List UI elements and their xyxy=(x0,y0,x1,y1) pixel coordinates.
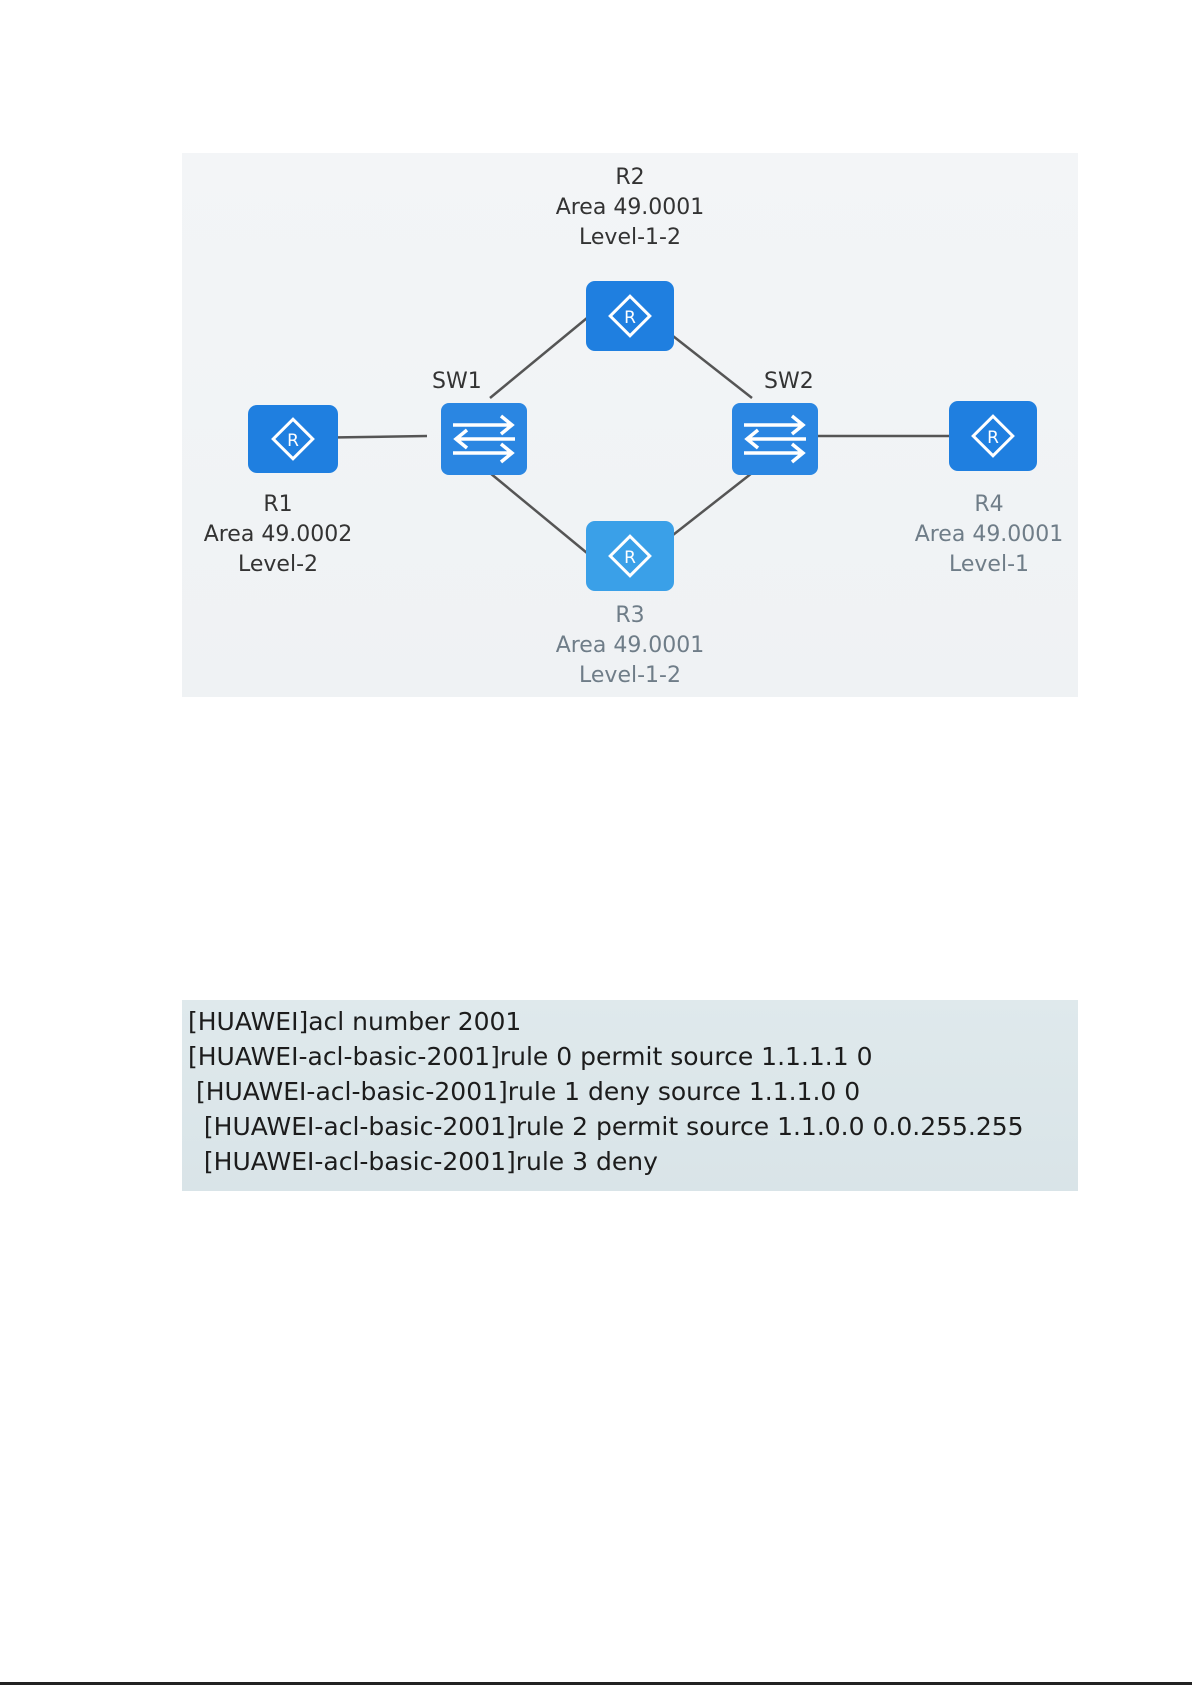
svg-text:R: R xyxy=(624,308,636,328)
bottom-rule xyxy=(0,1682,1192,1685)
router-r3-icon[interactable]: R xyxy=(586,521,674,591)
r1-label: R1 Area 49.0002 Level-2 xyxy=(204,490,353,580)
r2-label: R2 Area 49.0001 Level-1-2 xyxy=(556,163,705,253)
switch-sw2-icon[interactable] xyxy=(732,403,818,475)
cli-line-4: [HUAWEI-acl-basic-2001]rule 2 permit sou… xyxy=(188,1112,1024,1141)
link-sw1-r3 xyxy=(489,472,588,554)
r1-level: Level-2 xyxy=(237,552,319,577)
r2-name: R2 xyxy=(615,165,645,190)
r1-area: Area 49.0002 xyxy=(203,522,353,547)
sw1-label: SW1 xyxy=(432,369,482,394)
router-r2-icon[interactable]: R xyxy=(586,281,674,351)
switch-sw1-icon[interactable] xyxy=(441,403,527,475)
svg-text:R: R xyxy=(287,431,299,451)
r2-level: Level-1-2 xyxy=(579,225,681,250)
topology-canvas: R R R xyxy=(248,281,1037,591)
network-topology-diagram: R R R xyxy=(182,153,1078,697)
r3-label: R3 Area 49.0001 Level-1-2 xyxy=(556,601,705,691)
cli-line-2: [HUAWEI-acl-basic-2001]rule 0 permit sou… xyxy=(188,1042,873,1071)
sw2-label: SW2 xyxy=(764,369,814,394)
svg-text:R: R xyxy=(987,428,999,448)
r4-area: Area 49.0001 xyxy=(914,522,1064,547)
cli-line-5: [HUAWEI-acl-basic-2001]rule 3 deny xyxy=(188,1147,658,1176)
acl-cli-output: [HUAWEI]acl number 2001 [HUAWEI-acl-basi… xyxy=(182,1000,1078,1191)
cli-line-1: [HUAWEI]acl number 2001 xyxy=(188,1007,522,1036)
r1-name: R1 xyxy=(263,492,293,517)
r3-level: Level-1-2 xyxy=(579,663,681,688)
r2-area: Area 49.0001 xyxy=(555,195,705,220)
r4-name: R4 xyxy=(974,492,1004,517)
cli-line-3: [HUAWEI-acl-basic-2001]rule 1 deny sourc… xyxy=(188,1077,861,1106)
r4-label: R4 Area 49.0001 Level-1 xyxy=(915,490,1064,580)
svg-text:R: R xyxy=(624,548,636,568)
r4-level: Level-1 xyxy=(948,552,1030,577)
link-sw1-r2 xyxy=(489,317,588,399)
router-r4-icon[interactable]: R xyxy=(949,401,1037,471)
r3-area: Area 49.0001 xyxy=(555,633,705,658)
r3-name: R3 xyxy=(615,603,645,628)
router-r1-icon[interactable]: R xyxy=(248,405,338,473)
